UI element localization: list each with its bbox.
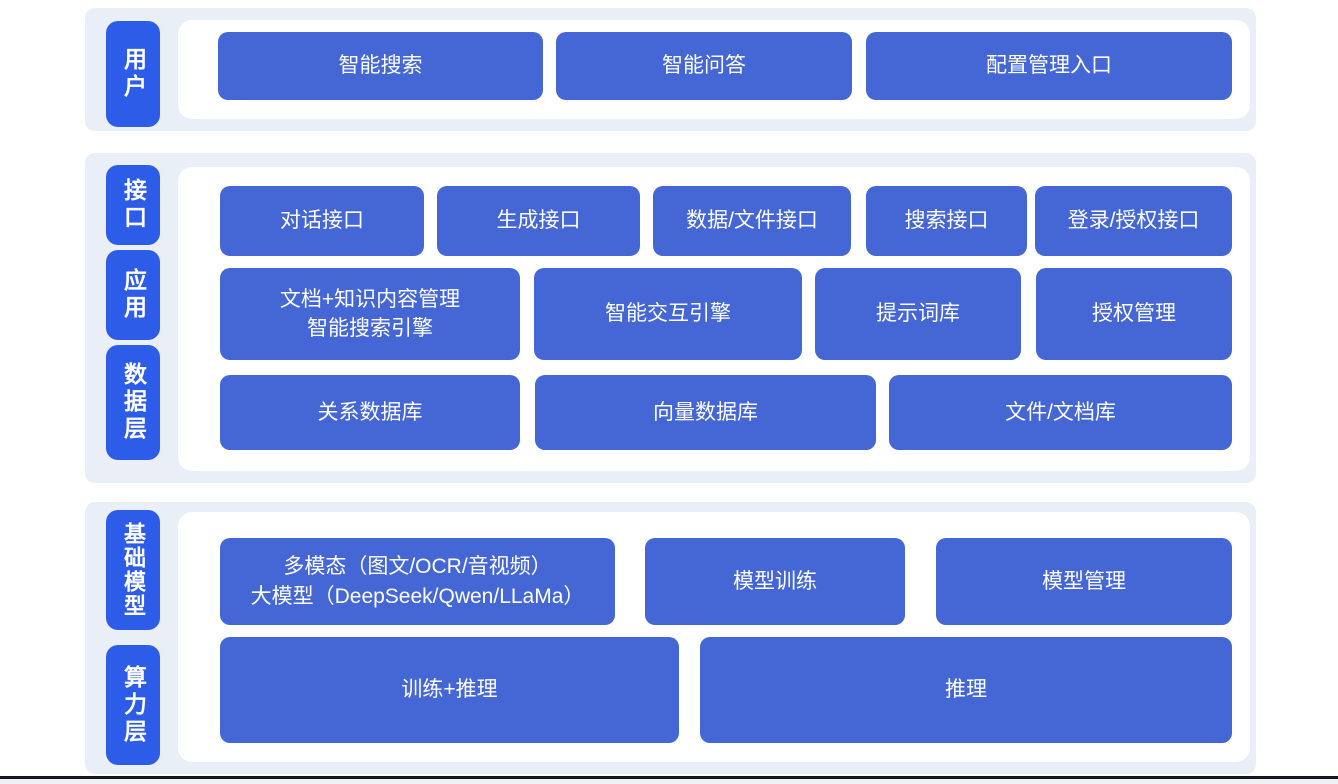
block-relational-db: 关系数据库 bbox=[220, 375, 520, 450]
layer-badge-interface: 接口 bbox=[106, 165, 160, 245]
block-prompt-library: 提示词库 bbox=[815, 268, 1021, 360]
layer-badge-compute-layer-label: 算力层 bbox=[120, 664, 147, 746]
layer-badge-data-layer-label: 数据层 bbox=[120, 362, 147, 443]
block-model-training: 模型训练 bbox=[645, 538, 905, 625]
layer-badge-user: 用户 bbox=[106, 21, 160, 127]
block-inference: 推理 bbox=[700, 637, 1232, 743]
block-auth-management-label: 授权管理 bbox=[1092, 302, 1176, 326]
block-config-management-entry: 配置管理入口 bbox=[866, 32, 1232, 100]
layer-badge-interface-label: 接口 bbox=[120, 178, 147, 232]
block-file-doc-store: 文件/文档库 bbox=[889, 375, 1232, 450]
layer-badge-user-label: 用户 bbox=[120, 47, 147, 101]
block-smart-search: 智能搜索 bbox=[218, 32, 543, 100]
block-generation-api-label: 生成接口 bbox=[496, 209, 581, 233]
block-relational-db-label: 关系数据库 bbox=[317, 400, 423, 424]
block-vector-db-label: 向量数据库 bbox=[653, 400, 758, 424]
block-doc-knowledge-search-engine: 文档+知识内容管理 智能搜索引擎 bbox=[220, 268, 520, 360]
block-dialog-api-label: 对话接口 bbox=[280, 209, 364, 233]
block-interactive-engine-label: 智能交互引擎 bbox=[605, 302, 731, 326]
block-login-auth-api-label: 登录/授权接口 bbox=[1067, 209, 1200, 233]
block-auth-management: 授权管理 bbox=[1036, 268, 1232, 360]
block-dialog-api: 对话接口 bbox=[220, 186, 424, 256]
block-file-doc-store-label: 文件/文档库 bbox=[1005, 400, 1116, 424]
block-training-inference-label: 训练+推理 bbox=[401, 678, 498, 702]
block-data-file-api: 数据/文件接口 bbox=[653, 186, 851, 256]
bottom-margin bbox=[0, 779, 1338, 784]
block-search-api-label: 搜索接口 bbox=[904, 209, 989, 233]
block-login-auth-api: 登录/授权接口 bbox=[1035, 186, 1232, 256]
block-doc-knowledge-line2: 智能搜索引擎 bbox=[307, 317, 433, 340]
block-interactive-engine: 智能交互引擎 bbox=[534, 268, 802, 360]
layer-badge-compute-layer: 算力层 bbox=[106, 645, 160, 765]
block-multimodal-llm-line1: 多模态（图文/OCR/音视频） bbox=[283, 555, 552, 579]
block-model-training-label: 模型训练 bbox=[733, 569, 817, 593]
block-config-management-entry-label: 配置管理入口 bbox=[986, 54, 1112, 78]
layer-badge-foundation-model-label: 基础模型 bbox=[121, 522, 146, 618]
block-training-inference: 训练+推理 bbox=[220, 637, 679, 743]
layer-badge-application: 应用 bbox=[106, 250, 160, 340]
layer-badge-data-layer: 数据层 bbox=[106, 345, 160, 460]
block-doc-knowledge-line1: 文档+知识内容管理 bbox=[279, 287, 461, 311]
block-model-management: 模型管理 bbox=[936, 538, 1232, 625]
block-multimodal-llm-line2: 大模型（DeepSeek/Qwen/LLaMa） bbox=[250, 584, 585, 608]
block-search-api: 搜索接口 bbox=[866, 186, 1027, 256]
block-vector-db: 向量数据库 bbox=[535, 375, 876, 450]
block-multimodal-llm: 多模态（图文/OCR/音视频） 大模型（DeepSeek/Qwen/LLaMa） bbox=[220, 538, 615, 625]
block-prompt-library-label: 提示词库 bbox=[876, 302, 960, 326]
bottom-rule bbox=[0, 776, 1338, 779]
layer-badge-application-label: 应用 bbox=[120, 268, 147, 322]
block-smart-qa: 智能问答 bbox=[556, 32, 852, 100]
block-inference-label: 推理 bbox=[945, 678, 987, 702]
block-smart-search-label: 智能搜索 bbox=[338, 54, 423, 78]
block-generation-api: 生成接口 bbox=[437, 186, 640, 256]
block-data-file-api-label: 数据/文件接口 bbox=[686, 209, 818, 233]
block-model-management-label: 模型管理 bbox=[1042, 569, 1126, 593]
block-smart-qa-label: 智能问答 bbox=[662, 54, 746, 78]
layer-badge-foundation-model: 基础模型 bbox=[106, 510, 160, 630]
